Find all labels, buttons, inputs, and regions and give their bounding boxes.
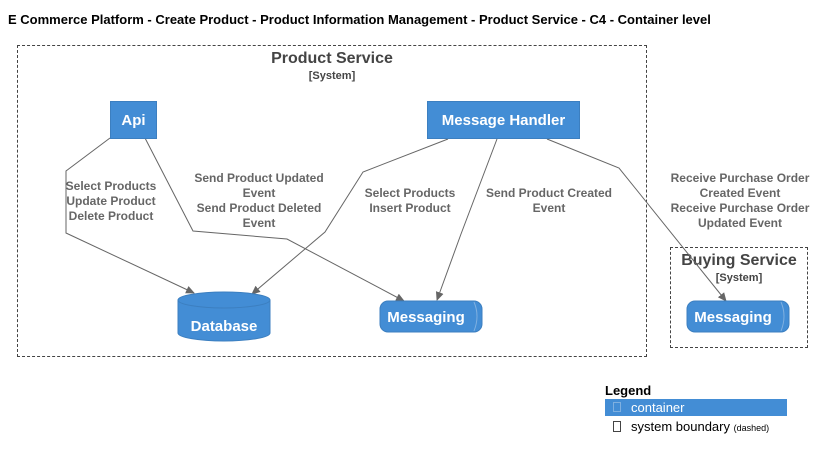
legend-title: Legend xyxy=(605,383,652,398)
boundary-title: Product Service xyxy=(271,50,393,67)
buying-messaging-queue-shape xyxy=(686,300,790,333)
edge-handler-buying xyxy=(546,138,727,302)
buying-messaging-container[interactable]: Messaging xyxy=(694,309,772,326)
page-title: E Commerce Platform - Create Product - P… xyxy=(8,12,711,27)
product-service-boundary: Product Service [System] xyxy=(17,45,647,357)
legend-container-label: container xyxy=(631,400,685,415)
relation-label-handler-buying: Receive Purchase Order Created Event Rec… xyxy=(670,171,810,230)
legend-container-row: container xyxy=(605,399,787,416)
edge-api-messaging xyxy=(144,137,405,302)
legend-boundary-swatch xyxy=(613,421,621,432)
relation-label-api-messaging: Send Product Updated Event Send Product … xyxy=(194,171,324,230)
messaging-container[interactable]: Messaging xyxy=(387,309,465,326)
message-handler-container[interactable]: Message Handler xyxy=(427,101,580,139)
relation-label-handler-database: Select Products Insert Product xyxy=(364,186,456,215)
edge-api-database xyxy=(65,137,195,294)
boundary-kind: [System] xyxy=(715,272,763,284)
database-cylinder xyxy=(177,291,271,342)
legend-boundary-note: (dashed) xyxy=(733,423,770,433)
relation-label-handler-messaging: Send Product Created Event xyxy=(485,186,613,215)
legend-container-swatch xyxy=(613,402,621,412)
database-container[interactable]: Database xyxy=(190,318,258,335)
legend-boundary-row: system boundary (dashed) xyxy=(605,419,795,436)
boundary-kind: [System] xyxy=(308,70,356,82)
legend-boundary-label: system boundary xyxy=(631,419,730,434)
edge-handler-database xyxy=(251,138,449,295)
relation-label-api-database: Select Products Update Product Delete Pr… xyxy=(65,179,157,223)
boundary-title: Buying Service xyxy=(681,252,797,269)
edge-handler-messaging xyxy=(435,138,498,301)
api-container[interactable]: Api xyxy=(110,101,157,139)
buying-service-boundary: Buying Service [System] xyxy=(670,247,808,348)
messaging-queue-shape xyxy=(379,300,483,333)
